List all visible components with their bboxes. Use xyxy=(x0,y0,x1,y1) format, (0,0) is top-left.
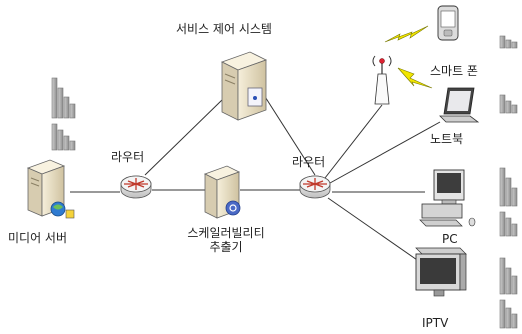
tv-icon xyxy=(415,247,467,297)
pc-icon xyxy=(419,169,476,227)
label-scalability-extractor: 스케일러빌리티 추출기 xyxy=(166,226,286,254)
server-icon xyxy=(203,165,241,219)
server-icon xyxy=(220,51,268,121)
label-scalability-extractor-line1: 스케일러빌리티 xyxy=(187,226,265,240)
label-service-control-system: 서비스 제어 시스템 xyxy=(176,22,272,36)
antenna-icon xyxy=(372,55,392,105)
bar-chart-icon xyxy=(51,35,518,329)
lightning-icon xyxy=(384,25,433,89)
router-icon xyxy=(120,175,152,199)
label-router-left: 라우터 xyxy=(111,150,145,164)
label-smartphone: 스마트 폰 xyxy=(430,64,478,78)
connection-lines xyxy=(70,91,441,263)
link-router-right-to-notebook xyxy=(329,121,441,184)
router-icon xyxy=(299,175,331,199)
label-media-server: 미디어 서버 xyxy=(8,231,68,245)
link-control-to-router-right xyxy=(261,91,316,176)
label-notebook: 노트북 xyxy=(430,132,464,146)
link-router-right-to-iptv xyxy=(327,197,421,263)
link-router-right-to-antenna xyxy=(324,104,383,179)
label-scalability-extractor-line2: 추출기 xyxy=(209,240,243,254)
notebook-icon xyxy=(439,87,480,123)
label-router-right: 라우터 xyxy=(292,155,326,169)
label-pc: PC xyxy=(442,232,458,246)
link-router-left-to-control xyxy=(144,99,223,176)
smartphone-icon xyxy=(437,5,459,41)
server-icon xyxy=(26,159,75,219)
label-iptv: IPTV xyxy=(422,316,449,330)
